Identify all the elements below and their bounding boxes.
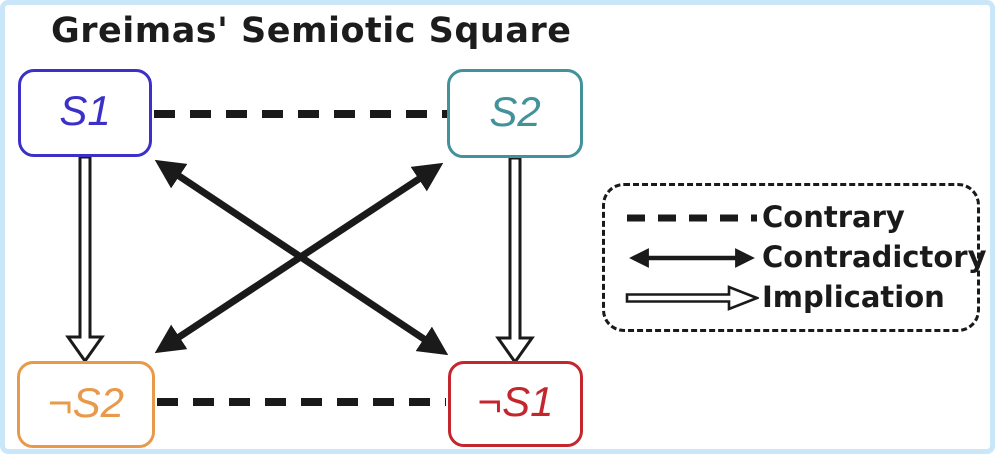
node-s2-label: S2	[489, 87, 541, 135]
legend-label-implication: Implication	[762, 280, 945, 314]
legend-row-contradictory: Contradictory	[625, 243, 986, 272]
node-not-s2-label: ¬S2	[48, 378, 124, 426]
node-not-s2: ¬S2	[17, 361, 155, 448]
contradictory-edge-s2-ns2	[154, 162, 444, 354]
contrary-line-sample	[627, 214, 757, 221]
implication-arrow-sample	[625, 284, 759, 311]
edges-layer	[65, 110, 535, 406]
diagram-title: Greimas' Semiotic Square	[51, 11, 572, 51]
node-s1: S1	[18, 69, 152, 157]
implication-edge-s2-ns1	[495, 156, 535, 365]
legend-box: Contrary Contradictory Implication	[602, 183, 986, 332]
implication-edge-s1-ns2	[65, 155, 105, 364]
legend-row-implication: Implication	[625, 283, 977, 312]
legend-row-contrary: Contrary	[625, 203, 977, 232]
legend-label-contrary: Contrary	[762, 200, 905, 234]
contradictory-arrow-sample	[629, 247, 755, 268]
node-s2: S2	[447, 69, 583, 158]
legend-label-contradictory: Contradictory	[762, 240, 987, 274]
node-s1-label: S1	[59, 87, 111, 134]
node-not-s1: ¬S1	[448, 361, 583, 447]
node-not-s1-label: ¬S1	[477, 378, 554, 425]
